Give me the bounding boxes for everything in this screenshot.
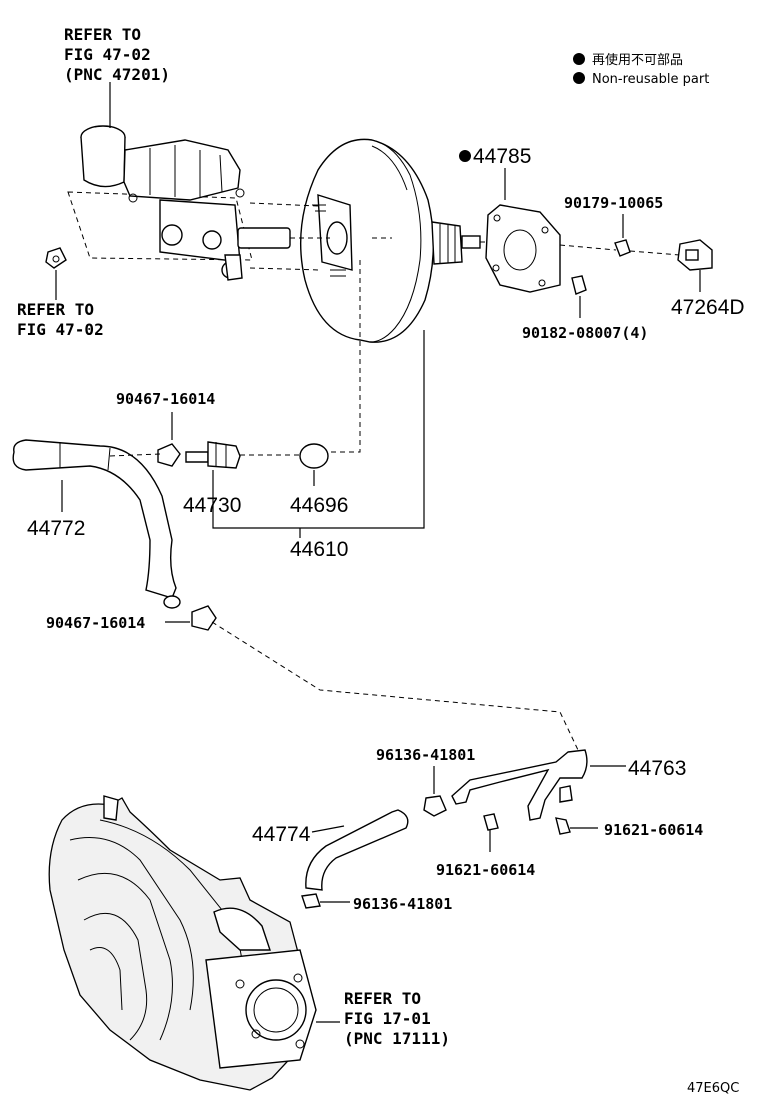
ref-top-line-1: REFER TO	[64, 25, 141, 44]
clevis-nut-illustration	[614, 214, 713, 292]
ref-bottom-line-2: FIG 17-01	[344, 1009, 431, 1028]
label-44763: 44763	[628, 757, 686, 780]
label-90467-16014-top: 90467-16014	[116, 390, 215, 408]
short-hose-illustration	[301, 766, 447, 909]
label-44696: 44696	[290, 494, 348, 517]
intake-manifold-illustration	[48, 795, 340, 1091]
label-90467-16014-bottom: 90467-16014	[46, 614, 145, 632]
ref-bottom: REFER TO FIG 17-01 (PNC 17111)	[344, 989, 450, 1048]
label-44785: 44785	[473, 145, 531, 168]
label-44772: 44772	[27, 517, 85, 540]
ref-left-line-2: FIG 47-02	[17, 320, 104, 339]
non-reusable-dot-icon	[573, 72, 585, 84]
legend-jp-label: 再使用不可部品	[592, 52, 683, 68]
gasket-illustration	[485, 168, 681, 293]
label-96136-41801-top: 96136-41801	[376, 746, 475, 764]
vacuum-hose-illustration	[12, 439, 181, 609]
clamps-illustration	[157, 412, 217, 631]
label-90179-10065: 90179-10065	[564, 194, 663, 212]
legend-en-label: Non-reusable part	[592, 72, 709, 87]
ref-top: REFER TO FIG 47-02 (PNC 47201)	[64, 25, 170, 84]
nut-illustration	[571, 275, 587, 318]
brake-booster-illustration	[249, 138, 500, 343]
label-91621-60614-bottom: 91621-60614	[436, 861, 535, 879]
label-96136-41801-bottom: 96136-41801	[353, 895, 452, 913]
label-47264d: 47264D	[671, 296, 745, 319]
non-reusable-dot-icon	[573, 53, 585, 65]
non-reusable-dot-icon	[459, 150, 471, 162]
master-cylinder-illustration	[45, 82, 291, 300]
ref-left: REFER TO FIG 47-02	[17, 300, 104, 339]
vacuum-pipe-illustration	[451, 749, 626, 852]
ref-left-line-1: REFER TO	[17, 300, 94, 319]
check-valve-illustration	[185, 260, 425, 538]
ref-bottom-line-3: (PNC 17111)	[344, 1029, 450, 1048]
routing-line	[211, 621, 579, 751]
ref-top-line-2: FIG 47-02	[64, 45, 151, 64]
label-90182-08007: 90182-08007(4)	[522, 324, 648, 342]
ref-bottom-line-1: REFER TO	[344, 989, 421, 1008]
legend: 再使用不可部品 Non-reusable part	[573, 52, 709, 87]
label-91621-60614-right: 91621-60614	[604, 821, 703, 839]
ref-top-line-3: (PNC 47201)	[64, 65, 170, 84]
part-labels: 44785 90179-10065 47264D 90182-08007(4) …	[27, 145, 745, 1096]
label-44774: 44774	[252, 823, 311, 846]
label-44610: 44610	[290, 538, 348, 561]
label-44730: 44730	[183, 494, 241, 517]
illustration-code: 47E6QC	[687, 1081, 739, 1096]
